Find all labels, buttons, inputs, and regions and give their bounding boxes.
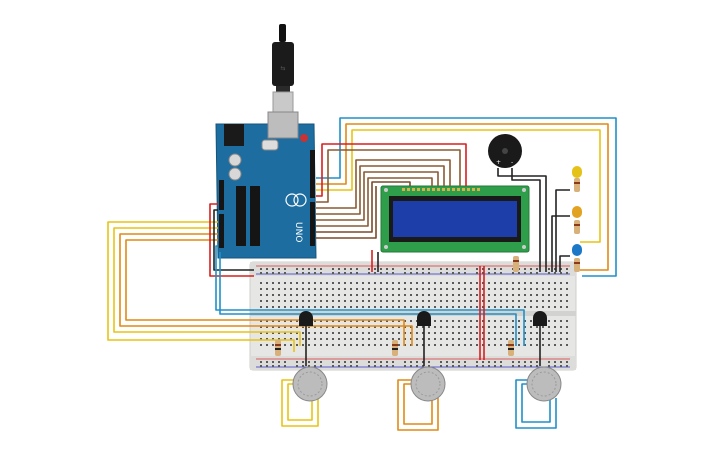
led-blue-icon[interactable] <box>572 244 582 256</box>
resistor[interactable] <box>275 340 281 356</box>
transistor-icon[interactable] <box>417 311 431 326</box>
piezo-buzzer[interactable]: + - <box>488 134 522 168</box>
breadboard <box>249 261 577 371</box>
wires <box>107 117 617 431</box>
transistors <box>299 311 547 326</box>
lcd-16x2[interactable] <box>380 185 530 253</box>
usb-plug-icon: ⇆ <box>280 65 285 72</box>
resistors <box>275 178 580 356</box>
led-orange-icon[interactable] <box>572 206 582 218</box>
board-brand-label: UNO <box>293 222 303 242</box>
transistor-icon[interactable] <box>533 311 547 326</box>
usb-cable: ⇆ <box>272 24 294 113</box>
gas-sensor-icon[interactable] <box>410 366 446 402</box>
gas-sensor-icon[interactable] <box>292 366 328 402</box>
resistor[interactable] <box>574 220 580 234</box>
leds <box>572 166 582 256</box>
resistor[interactable] <box>392 340 398 356</box>
transistor-icon[interactable] <box>299 311 313 326</box>
breadboard-holes <box>260 268 568 367</box>
resistor[interactable] <box>574 258 580 272</box>
led-yellow-icon[interactable] <box>572 166 582 178</box>
arduino-uno-board[interactable]: UNO <box>215 111 317 259</box>
resistor[interactable] <box>508 340 514 356</box>
resistor[interactable] <box>513 256 519 272</box>
resistor[interactable] <box>574 178 580 192</box>
gas-sensor-icon[interactable] <box>526 366 562 402</box>
lcd-pins <box>402 188 480 191</box>
buzzer-plus-label: + <box>496 159 501 166</box>
buzzer-minus-label: - <box>511 159 513 166</box>
gas-sensors <box>292 366 562 402</box>
